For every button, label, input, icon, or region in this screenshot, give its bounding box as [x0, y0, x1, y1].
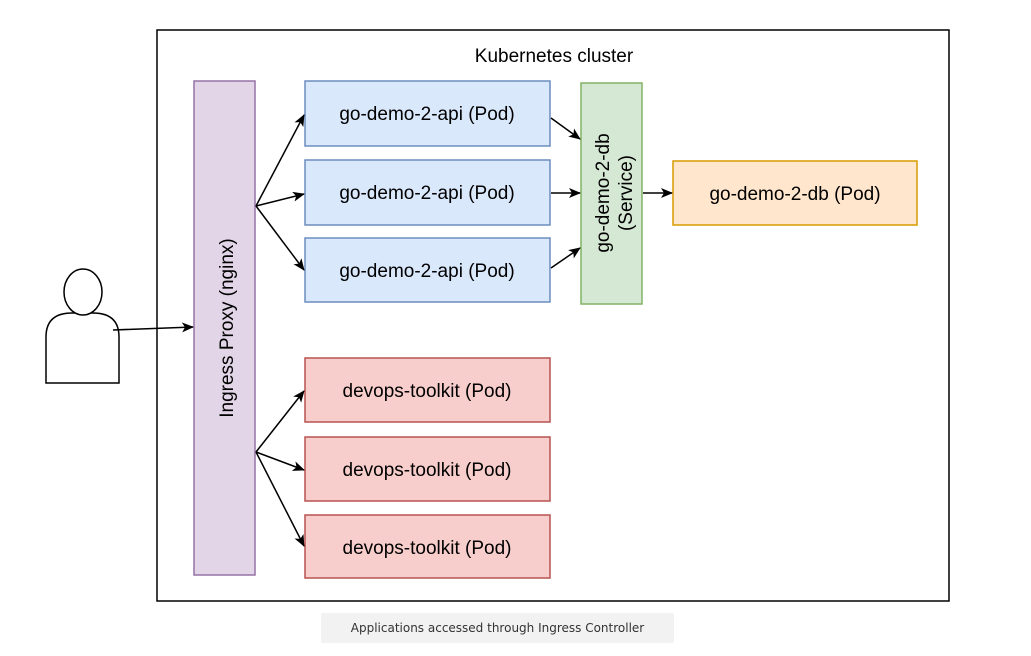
api-pod-label: go-demo-2-api (Pod) [339, 104, 514, 125]
arrow-api-pod-to-service [550, 117, 581, 140]
api-pod-label: go-demo-2-api (Pod) [339, 183, 514, 204]
toolkit-pod-label: devops-toolkit (Pod) [343, 538, 512, 559]
db-service-type: (Service) [616, 155, 637, 231]
arrow-api-pod-to-service [550, 247, 581, 269]
ingress-proxy-label: Ingress Proxy (nginx) [217, 238, 238, 418]
arrow-ingress-to-api-pod [255, 191, 305, 207]
arrow-user-to-ingress [112, 322, 194, 333]
api-pod-node: go-demo-2-api (Pod) [304, 237, 551, 303]
api-pod-node: go-demo-2-api (Pod) [304, 159, 551, 226]
figure-caption: Applications accessed through Ingress Co… [321, 613, 674, 643]
api-pod-label: go-demo-2-api (Pod) [339, 261, 514, 282]
arrow-ingress-to-api-pod [255, 205, 305, 271]
arrow-ingress-to-toolkit-pod [255, 451, 305, 471]
db-pod-node: go-demo-2-db (Pod) [672, 160, 918, 226]
person-icon [45, 268, 120, 384]
db-pod-label: go-demo-2-db (Pod) [709, 184, 880, 205]
cluster-boundary [156, 29, 950, 602]
toolkit-pod-label: devops-toolkit (Pod) [343, 460, 512, 481]
toolkit-pod-label: devops-toolkit (Pod) [343, 381, 512, 402]
db-service-node: go-demo-2-db (Service) [580, 82, 643, 305]
arrow-ingress-to-toolkit-pod [255, 390, 305, 453]
toolkit-pod-node: devops-toolkit (Pod) [304, 514, 551, 579]
ingress-proxy-node: Ingress Proxy (nginx) [193, 80, 256, 576]
toolkit-pod-node: devops-toolkit (Pod) [304, 357, 551, 423]
api-pod-node: go-demo-2-api (Pod) [304, 80, 551, 147]
arrow-ingress-to-toolkit-pod [255, 451, 305, 547]
db-service-name: go-demo-2-db [593, 133, 614, 252]
cluster-label: Kubernetes cluster [475, 46, 634, 67]
toolkit-pod-node: devops-toolkit (Pod) [304, 436, 551, 502]
arrow-ingress-to-api-pod [255, 114, 305, 207]
